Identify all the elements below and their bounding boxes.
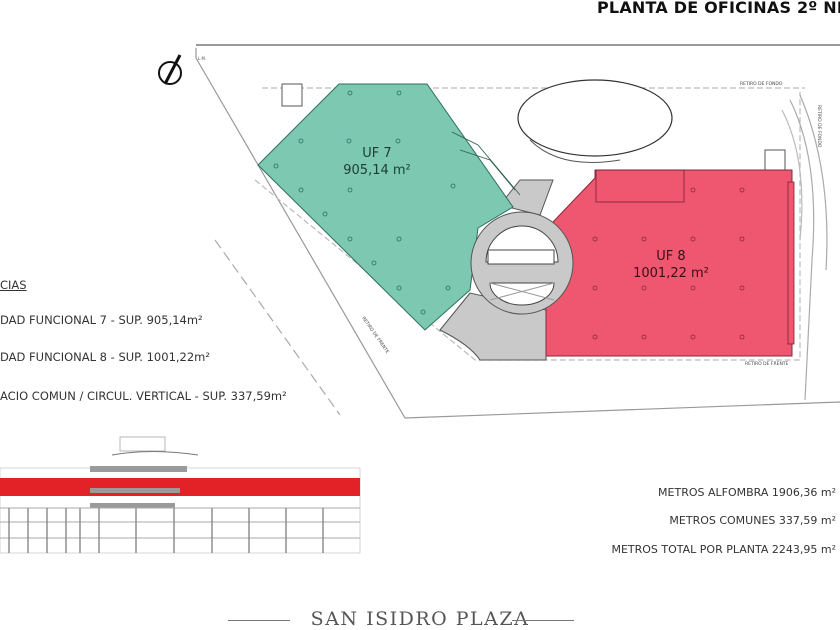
uf7-restrooms — [451, 131, 521, 196]
footer-rule-left — [228, 620, 290, 621]
stair-ne — [764, 149, 786, 171]
legend-item-uf7: DAD FUNCIONAL 7 - SUP. 905,14m² — [0, 313, 203, 327]
setback-front-label: RETIRO DE FRENTE — [745, 361, 789, 367]
uf8-facade — [787, 181, 795, 345]
uf8-name: UF 8 — [656, 249, 685, 264]
uf8-restrooms — [595, 169, 685, 203]
footer-brand: SAN ISIDRO PLAZA — [310, 608, 530, 630]
footer-rule-right — [512, 620, 574, 621]
legend-item-common: ACIO COMUN / CIRCUL. VERTICAL - SUP. 337… — [0, 389, 287, 403]
legend-heading: CIAS — [0, 278, 27, 292]
metric-carpet: METROS ALFOMBRA 1906,36 m² — [658, 486, 836, 499]
legend-item-uf8: DAD FUNCIONAL 8 - SUP. 1001,22m² — [0, 350, 210, 364]
north-arrow-icon — [158, 54, 182, 85]
uf7-name: UF 7 — [362, 146, 391, 161]
uf8-area: 1001,22 m² — [633, 266, 709, 281]
structural-columns — [273, 90, 456, 315]
unit-uf7-area — [257, 83, 514, 331]
atrium-edge — [529, 139, 621, 163]
lm-label: L.M. — [198, 56, 206, 61]
metric-common: METROS COMUNES 337,59 m² — [669, 514, 836, 527]
setback-rear-label-vertical: RETIRO DE FONDO — [816, 105, 822, 148]
uf7-area: 905,14 m² — [343, 163, 411, 178]
page-title: PLANTA DE OFICINAS 2º NIVEL — [597, 0, 840, 17]
building-elevation — [0, 436, 361, 554]
metric-total: METROS TOTAL POR PLANTA 2243,95 m² — [611, 543, 836, 556]
vertical-circulation-core — [470, 211, 574, 315]
structural-columns-uf8 — [592, 187, 745, 340]
setback-rear-label: RETIRO DE FONDO — [740, 81, 783, 87]
atrium-oval — [517, 79, 673, 157]
stair-nw — [281, 83, 303, 107]
